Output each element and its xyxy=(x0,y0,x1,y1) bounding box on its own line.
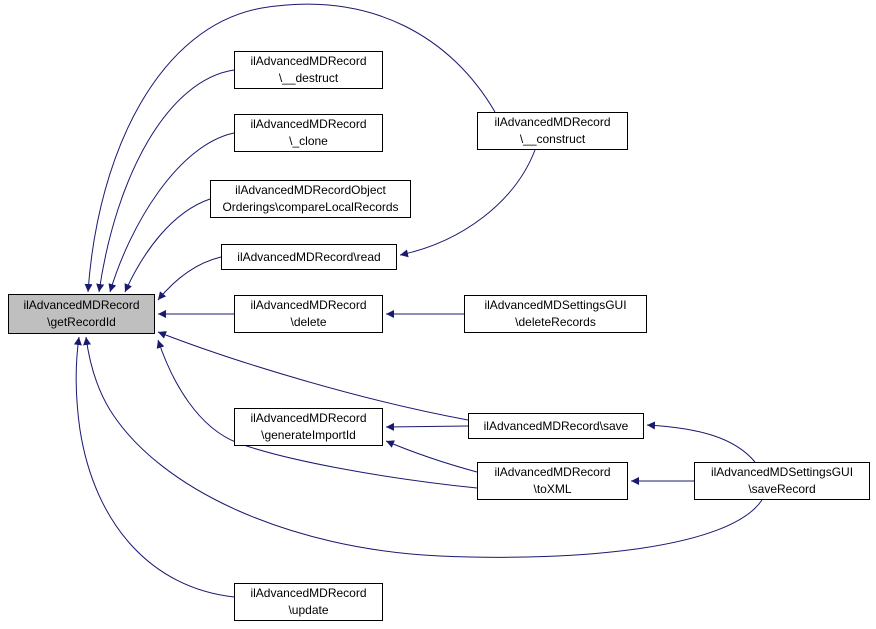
node-deleteRecords-label-1: ilAdvancedMDSettingsGUI xyxy=(484,298,627,312)
node-compareLocalRecords-label-2: Orderings\compareLocalRecords xyxy=(222,200,399,214)
node-generateImportId-label-2: \generateImportId xyxy=(261,428,356,442)
node-destruct[interactable]: ilAdvancedMDRecord \__destruct xyxy=(234,51,383,89)
node-construct-label-1: ilAdvancedMDRecord xyxy=(494,115,611,129)
node-compareLocalRecords[interactable]: ilAdvancedMDRecordObject Orderings\compa… xyxy=(210,180,411,218)
edge-construct-read xyxy=(399,149,536,258)
node-delete[interactable]: ilAdvancedMDRecord \delete xyxy=(234,295,383,333)
node-clone-label-2: \_clone xyxy=(289,134,328,148)
node-saveRecord-label-1: ilAdvancedMDSettingsGUI xyxy=(710,465,854,479)
node-delete-label-2: \delete xyxy=(290,315,327,329)
node-construct-label-2: \__construct xyxy=(519,132,586,146)
node-update-label-2: \update xyxy=(288,603,329,617)
node-construct[interactable]: ilAdvancedMDRecord \__construct xyxy=(477,112,628,150)
node-update[interactable]: ilAdvancedMDRecord \update xyxy=(234,583,383,621)
edge-update-getRecordId xyxy=(73,336,235,598)
node-toXML[interactable]: ilAdvancedMDRecord \toXML xyxy=(477,462,628,500)
edge-saveRecord-save xyxy=(646,421,756,463)
edge-save-generateImportId xyxy=(385,422,469,431)
node-save[interactable]: ilAdvancedMDRecord\save xyxy=(468,413,644,439)
node-getRecordId: ilAdvancedMDRecord \getRecordId xyxy=(8,294,155,334)
node-read[interactable]: ilAdvancedMDRecord\read xyxy=(221,244,397,270)
node-compareLocalRecords-label-1: ilAdvancedMDRecordObject xyxy=(235,183,386,197)
node-toXML-label-2: \toXML xyxy=(533,482,572,496)
node-saveRecord[interactable]: ilAdvancedMDSettingsGUI \saveRecord xyxy=(694,462,870,500)
node-generateImportId-label-1: ilAdvancedMDRecord xyxy=(250,411,367,425)
node-delete-label-1: ilAdvancedMDRecord xyxy=(250,298,367,312)
node-generateImportId[interactable]: ilAdvancedMDRecord \generateImportId xyxy=(234,408,383,446)
node-update-label-1: ilAdvancedMDRecord xyxy=(250,586,367,600)
node-saveRecord-label-2: \saveRecord xyxy=(748,482,816,496)
node-clone-label-1: ilAdvancedMDRecord xyxy=(250,117,367,131)
edge-saveRecord-getRecordId xyxy=(83,336,763,558)
node-deleteRecords[interactable]: ilAdvancedMDSettingsGUI \deleteRecords xyxy=(464,295,647,333)
edge-compareLocalRecords-getRecordId xyxy=(124,198,211,293)
node-getRecordId-label-2: \getRecordId xyxy=(47,315,116,329)
node-clone[interactable]: ilAdvancedMDRecord \_clone xyxy=(234,114,383,152)
edge-save-getRecordId xyxy=(157,331,469,421)
edge-toXML-generateImportId xyxy=(385,440,478,473)
node-save-label-1: ilAdvancedMDRecord\save xyxy=(483,418,629,433)
node-read-label-1: ilAdvancedMDRecord\read xyxy=(237,249,381,264)
node-destruct-label-1: ilAdvancedMDRecord xyxy=(250,54,367,68)
node-deleteRecords-label-2: \deleteRecords xyxy=(515,315,596,329)
node-getRecordId-label-1: ilAdvancedMDRecord xyxy=(23,298,140,312)
edge-read-getRecordId xyxy=(157,256,222,301)
node-destruct-label-2: \__destruct xyxy=(278,71,339,85)
node-toXML-label-1: ilAdvancedMDRecord xyxy=(494,465,611,479)
